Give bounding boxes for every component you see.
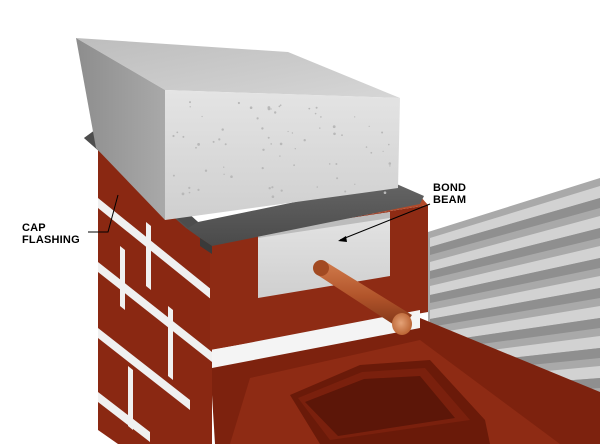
concrete-texture-dot — [172, 134, 175, 138]
concrete-texture-dot — [332, 125, 336, 129]
concrete-texture-dot — [383, 191, 387, 194]
concrete-texture-dot — [197, 188, 200, 191]
concrete-texture-dot — [368, 125, 370, 127]
roof-rib — [430, 276, 600, 319]
concrete-texture-dot — [218, 138, 221, 141]
concrete-texture-dot — [370, 151, 373, 154]
concrete-texture-dot — [389, 165, 391, 167]
concrete-texture-dot — [224, 143, 227, 146]
roof-rib — [430, 306, 600, 343]
roof-rib-shadow — [430, 228, 600, 279]
concrete-texture-dot — [365, 146, 368, 148]
concrete-texture-dot — [270, 108, 272, 110]
callout-leaders — [88, 194, 431, 242]
concrete-texture-dot — [328, 163, 331, 165]
bond-beam-label: BOND BEAM — [433, 182, 466, 206]
concrete-texture-dot — [230, 175, 233, 178]
cap-flashing-leader — [88, 194, 119, 233]
bond-beam-leader — [339, 203, 431, 241]
concrete-texture-dot — [197, 143, 201, 146]
roof-rib — [430, 246, 600, 295]
concrete-texture-dot — [382, 150, 384, 152]
concrete-texture-dot — [267, 106, 271, 109]
concrete-texture-dot — [335, 163, 338, 165]
concrete-texture-dot — [172, 174, 175, 177]
cap-flashing-label: CAP FLASHING — [22, 222, 80, 246]
concrete-texture-dot — [279, 104, 282, 106]
cap-flashing-label-line2: FLASHING — [22, 234, 80, 246]
roof-rib-shadow — [430, 288, 600, 327]
concrete-texture-dot — [271, 186, 274, 189]
concrete-texture-dot — [223, 166, 225, 168]
concrete-texture-dot — [256, 117, 259, 120]
concrete-texture-dot — [341, 134, 343, 137]
concrete-texture-dot — [195, 146, 197, 149]
roof-rib-shadow — [430, 258, 600, 303]
concrete-texture-dot — [320, 116, 322, 118]
bond-beam-label-line1: BOND — [433, 182, 467, 194]
concrete-texture-dot — [294, 148, 296, 150]
concrete-texture-dot — [274, 111, 277, 114]
concrete-texture-dot — [212, 140, 215, 143]
concrete-texture-dot — [237, 101, 240, 105]
roof-rib-shadow — [430, 198, 600, 255]
roof-rib — [430, 186, 600, 247]
concrete-texture-dot — [268, 187, 271, 190]
concrete-texture-dot — [354, 116, 356, 118]
concrete-texture-dot — [388, 143, 390, 146]
bond-beam-label-line2: BEAM — [433, 194, 467, 206]
concrete-texture-dot — [223, 173, 225, 175]
concrete-texture-dot — [249, 106, 253, 109]
concrete-texture-dot — [388, 162, 392, 165]
concrete-texture-dot — [271, 195, 275, 198]
concrete-texture-dot — [221, 128, 224, 131]
rebar-rod — [313, 260, 412, 335]
concrete-texture-dot — [316, 186, 319, 188]
concrete-texture-dot — [261, 127, 264, 130]
concrete-cap — [76, 38, 400, 220]
concrete-texture-dot — [303, 139, 306, 142]
concrete-texture-dot — [293, 164, 295, 167]
concrete-texture-dot — [279, 155, 281, 157]
concrete-texture-dot — [291, 132, 294, 134]
concrete-texture-dot — [176, 131, 179, 134]
concrete-texture-dot — [278, 105, 281, 108]
concrete-texture-dot — [333, 132, 336, 136]
concrete-texture-dot — [262, 148, 265, 151]
concrete-texture-dot — [344, 190, 347, 193]
concrete-texture-dot — [270, 143, 273, 145]
concrete-texture-dot — [287, 130, 289, 133]
cap-flashing-label-line1: CAP — [22, 222, 46, 234]
concrete-texture-dot — [308, 107, 311, 110]
concrete-texture-dot — [319, 127, 321, 129]
concrete-texture-dot — [189, 101, 191, 104]
roof-rib — [430, 216, 600, 271]
concrete-texture-dot — [201, 115, 203, 118]
concrete-texture-dot — [188, 191, 191, 194]
concrete-texture-dot — [261, 167, 264, 170]
concrete-texture-dot — [181, 192, 185, 196]
concrete-texture-dot — [381, 131, 384, 134]
concrete-texture-dot — [188, 186, 191, 189]
concrete-texture-dot — [314, 112, 317, 115]
concrete-texture-dot — [189, 106, 191, 108]
concrete-texture-dot — [267, 136, 270, 139]
concrete-texture-dot — [182, 135, 185, 138]
concrete-texture-dot — [354, 183, 356, 185]
mortar-band — [212, 310, 420, 368]
concrete-texture-dot — [280, 189, 283, 192]
concrete-texture-dot — [315, 106, 318, 109]
concrete-texture-dot — [336, 177, 339, 180]
bond-beam-arrowhead — [338, 236, 347, 242]
concrete-texture-dot — [204, 169, 208, 172]
concrete-texture-dot — [279, 142, 283, 146]
